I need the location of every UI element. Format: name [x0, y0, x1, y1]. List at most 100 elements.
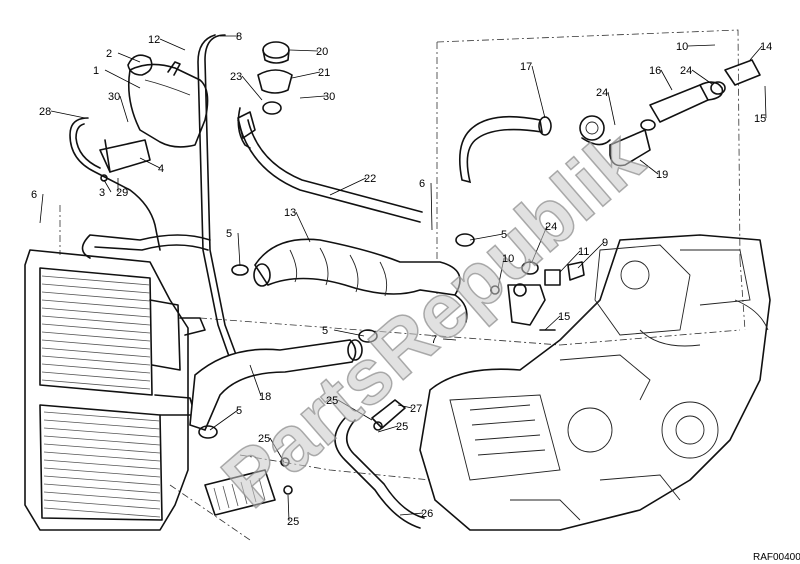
callout-label-5: 5 — [236, 405, 242, 417]
expansion-tank — [127, 54, 209, 148]
leader-line — [291, 71, 321, 79]
callout-label-27: 27 — [410, 403, 422, 415]
leader-line — [269, 437, 285, 463]
oil-cooler-fins — [213, 477, 266, 511]
leader-line — [287, 494, 290, 522]
leader-line — [249, 364, 262, 397]
leader-line — [241, 75, 263, 101]
leader-line — [764, 85, 767, 119]
oil-cooler-fin — [231, 483, 239, 507]
oil-cooler-fin — [249, 479, 257, 503]
leader-line — [639, 159, 659, 175]
tank-bracket — [99, 139, 151, 182]
bleed-fitting — [371, 399, 406, 431]
callout-label-16: 16 — [649, 65, 661, 77]
radiator-fin — [43, 435, 161, 446]
hoses — [69, 34, 761, 529]
radiator-fin — [43, 411, 161, 422]
leader-line — [237, 232, 241, 267]
callout-label-7: 7 — [431, 334, 437, 346]
radiator-fin — [41, 339, 151, 350]
callout-label-29: 29 — [116, 187, 128, 199]
radiator-fin — [43, 419, 161, 430]
leader-line — [329, 177, 367, 196]
leader-line — [691, 69, 713, 85]
radiator-fins-upper — [41, 275, 151, 390]
callout-label-25: 25 — [287, 516, 299, 528]
leader-line — [119, 95, 129, 123]
callout-label-3: 3 — [99, 187, 105, 199]
leader-line — [295, 211, 311, 243]
radiator-fin — [41, 323, 151, 334]
callout-label-23: 23 — [230, 71, 242, 83]
leader-line — [39, 193, 44, 224]
leader-line — [607, 91, 616, 126]
callout-label-10: 10 — [676, 41, 688, 53]
callout-label-19: 19 — [656, 169, 668, 181]
callout-label-13: 13 — [284, 207, 296, 219]
thermostat-and-clamps — [198, 81, 726, 439]
leader-line — [442, 338, 457, 341]
leader-line — [209, 409, 239, 431]
radiator-fin — [41, 363, 151, 374]
leader-line — [531, 65, 546, 119]
callout-label-5: 5 — [322, 325, 328, 337]
leader-line — [337, 399, 373, 421]
radiator-fin — [43, 499, 161, 510]
radiator-fin — [43, 459, 161, 470]
radiator-fin — [43, 467, 161, 478]
leader-line — [377, 425, 399, 433]
radiator-fin — [43, 427, 161, 438]
callout-label-28: 28 — [39, 106, 51, 118]
callout-label-25: 25 — [396, 421, 408, 433]
radiator-fin — [41, 291, 151, 302]
callout-label-10: 10 — [502, 253, 514, 265]
radiator-fins-lower — [43, 411, 161, 518]
leader-line — [577, 241, 605, 269]
callout-label-8: 8 — [236, 31, 242, 43]
callout-label-6: 6 — [31, 189, 37, 201]
radiator-fin — [41, 355, 151, 366]
callout-label-14: 14 — [760, 41, 772, 53]
leader-line — [430, 182, 433, 231]
leader-line — [139, 157, 161, 169]
callout-label-18: 18 — [259, 391, 271, 403]
assembly-boundary-lines — [59, 29, 746, 541]
leader-line — [104, 69, 141, 89]
callout-label-25: 25 — [326, 395, 338, 407]
callout-label-17: 17 — [520, 61, 532, 73]
engine-block — [419, 234, 771, 531]
callout-label-15: 15 — [754, 113, 766, 125]
radiator-fin — [41, 307, 151, 318]
leader-line — [497, 257, 505, 289]
callout-label-30: 30 — [108, 91, 120, 103]
oil-cooler-fin — [258, 477, 266, 501]
callout-label-6: 6 — [419, 178, 425, 190]
leader-line — [687, 44, 716, 47]
leader-line — [50, 110, 86, 119]
leader-line — [469, 233, 504, 241]
callout-label-4: 4 — [158, 163, 164, 175]
callout-label-11: 11 — [578, 246, 589, 258]
callout-label-21: 21 — [318, 67, 330, 79]
radiator-fin — [43, 475, 161, 486]
oil-cooler-fin — [240, 481, 248, 505]
leader-line — [559, 250, 581, 273]
radiator-fin — [41, 347, 151, 358]
leader-line — [333, 329, 365, 337]
leader-line — [159, 38, 186, 51]
callout-leader-lines — [39, 35, 767, 522]
callout-label-9: 9 — [602, 237, 608, 249]
oil-cooler-fin — [213, 487, 221, 511]
leader-line — [531, 225, 548, 263]
callout-label-26: 26 — [421, 508, 433, 520]
radiator-fin — [43, 443, 161, 454]
callout-label-24: 24 — [680, 65, 692, 77]
leader-line — [117, 52, 141, 63]
callout-label-24: 24 — [545, 221, 557, 233]
radiator-fin — [43, 483, 161, 494]
callout-label-30: 30 — [323, 91, 335, 103]
radiator-fin — [41, 275, 151, 286]
